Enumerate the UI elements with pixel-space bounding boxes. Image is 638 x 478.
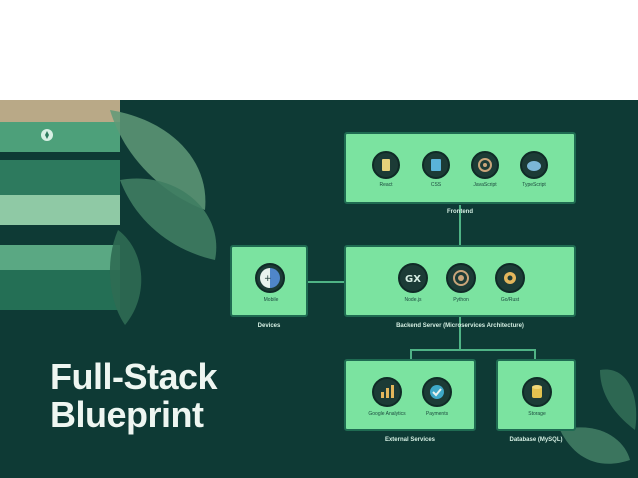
external-caption: External Services [384, 437, 436, 443]
decorative-background [0, 100, 637, 464]
connector-to-external [410, 349, 412, 359]
database-icon [522, 377, 552, 407]
logo-icon [41, 129, 53, 141]
devices-caption: Devices [257, 323, 281, 329]
gear-icon [495, 263, 525, 293]
connector-frontend-backend [459, 205, 461, 245]
backend-item-label: Go/Rust [500, 297, 520, 303]
connector-to-database [534, 349, 536, 359]
blueprint-banner: Full-Stack Blueprint React CSS JavaScrip… [0, 100, 638, 478]
devices-item-label: Mobile [263, 297, 279, 303]
connector-horizontal [410, 349, 536, 351]
database-box: Storage [496, 359, 576, 431]
devices-box: + Mobile [230, 245, 308, 317]
backend-caption: Backend Server (Microservices Architectu… [396, 323, 524, 329]
backend-item-label: Node.js [404, 297, 422, 303]
backend-box: GX Node.js Python Go/Rust [344, 245, 576, 317]
external-item-label: Google Analytics [368, 411, 406, 417]
device-icon: + [255, 263, 285, 293]
database-item-label: Storage [528, 411, 546, 417]
frontend-item-label: React [379, 182, 393, 188]
frontend-item-label: TypeScript [522, 182, 546, 188]
react-icon [372, 151, 400, 179]
page-title: Full-Stack Blueprint [50, 356, 218, 435]
svg-text:GX: GX [405, 274, 421, 285]
analytics-icon [372, 377, 402, 407]
external-services-box: Google Analytics Payments [344, 359, 476, 431]
frontend-caption: Frontend [447, 209, 473, 215]
frontend-item-label: CSS [430, 182, 442, 188]
title-line-2: Blueprint [50, 394, 204, 435]
python-icon [446, 263, 476, 293]
css-icon [422, 151, 450, 179]
backend-item-label: Python [453, 297, 469, 303]
javascript-icon [471, 151, 499, 179]
nodejs-icon: GX [398, 263, 428, 293]
connector-devices-backend [306, 281, 346, 283]
frontend-box: React CSS JavaScript TypeScript [344, 132, 576, 204]
typescript-icon [520, 151, 548, 179]
svg-text:+: + [264, 274, 272, 284]
external-item-label: Payments [425, 411, 449, 417]
database-caption: Database (MySQL) [509, 437, 563, 443]
payments-icon [422, 377, 452, 407]
connector-backend-down [459, 316, 461, 350]
frontend-item-label: JavaScript [473, 182, 497, 188]
title-line-1: Full-Stack [50, 356, 218, 397]
